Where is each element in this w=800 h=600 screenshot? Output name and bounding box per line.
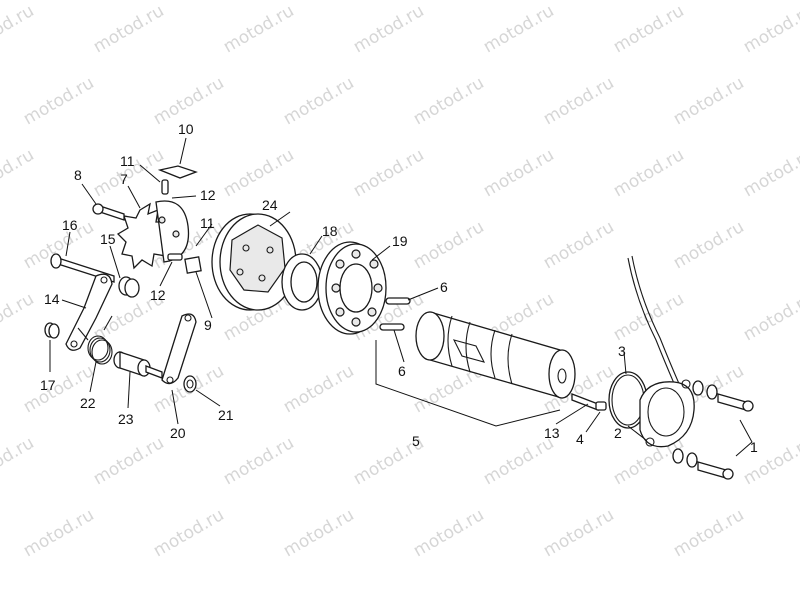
- callout-6-bottom: 6: [398, 363, 406, 379]
- callout-4: 4: [576, 431, 584, 447]
- callout-18: 18: [322, 223, 338, 239]
- callout-2: 2: [614, 425, 622, 441]
- callout-14: 14: [44, 291, 60, 307]
- callout-11-top: 11: [120, 153, 135, 169]
- part-6-pins: [379, 297, 411, 331]
- callout-5: 5: [412, 433, 420, 449]
- part-2-cover: [639, 379, 695, 448]
- callout-16: 16: [62, 217, 78, 233]
- callout-11-right: 11: [200, 215, 215, 231]
- part-19-bearing: [317, 241, 387, 335]
- callout-10: 10: [178, 121, 194, 137]
- callout-7: 7: [120, 171, 128, 187]
- callout-8: 8: [74, 167, 82, 183]
- callout-3: 3: [618, 343, 626, 359]
- part-15-bushing: [118, 276, 140, 298]
- part-13-pin: [571, 393, 599, 411]
- callout-numbers: 10 11 8 7 12 11 24 18 19 16 15 12 9 6 6 …: [40, 121, 758, 455]
- part-14-lever-arm: [65, 273, 113, 351]
- leader-lines: [49, 137, 753, 457]
- part-3-o-ring: [608, 371, 648, 429]
- callout-13: 13: [544, 425, 560, 441]
- callout-6-top: 6: [440, 279, 448, 295]
- part-22-spring: [77, 315, 113, 365]
- part-24-cam-plate: [211, 213, 297, 311]
- callout-22: 22: [80, 395, 96, 411]
- part-8-bolt: [92, 203, 125, 221]
- callout-20: 20: [170, 425, 186, 441]
- part-23-shaft: [113, 351, 163, 379]
- part-21-washer: [183, 375, 197, 393]
- part-17-washer: [44, 322, 60, 339]
- part-5-shift-drum: [415, 311, 576, 399]
- part-4-small-part: [595, 401, 607, 411]
- part-18-washer: [281, 253, 323, 311]
- callout-9: 9: [204, 317, 212, 333]
- callout-15: 15: [100, 231, 116, 247]
- callout-17: 17: [40, 377, 56, 393]
- callout-21: 21: [218, 407, 234, 423]
- part-11-12-pins: [161, 179, 202, 274]
- part-20-link: [161, 313, 197, 385]
- part-10-spring-plate: [157, 165, 198, 179]
- part-1-bolts: [672, 380, 754, 480]
- callout-12-bottom: 12: [150, 287, 166, 303]
- callout-1: 1: [750, 439, 758, 455]
- callout-24: 24: [262, 197, 278, 213]
- callout-19: 19: [392, 233, 408, 249]
- callout-12-top: 12: [200, 187, 216, 203]
- part-7-gear: [116, 200, 190, 270]
- callout-23: 23: [118, 411, 134, 427]
